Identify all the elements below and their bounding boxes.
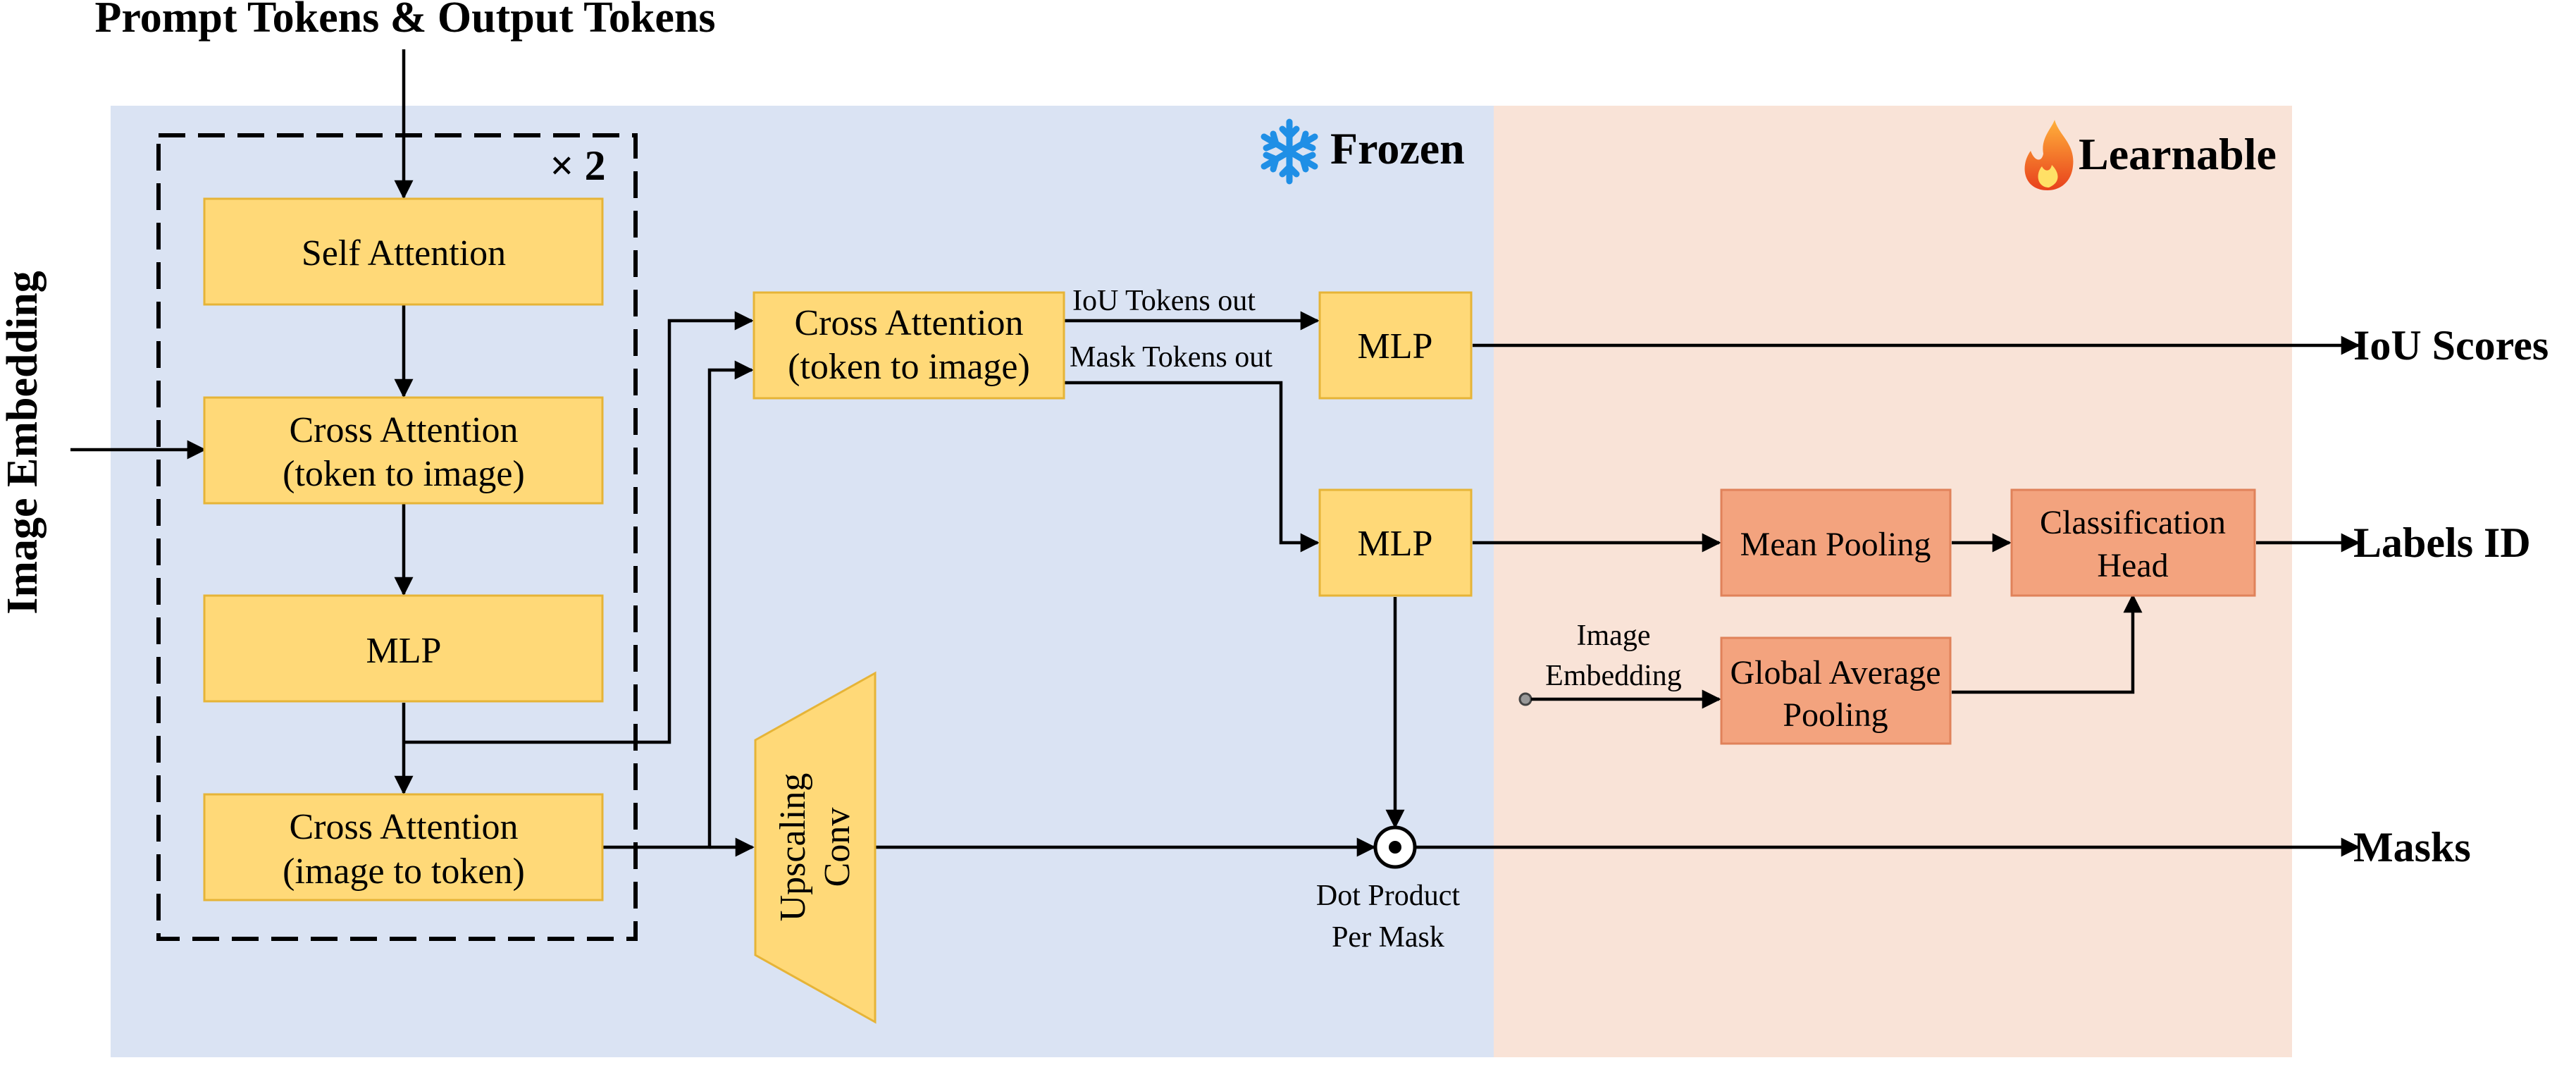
prompt-tokens-title: Prompt Tokens & Output Tokens	[95, 0, 716, 42]
mlp-inner-label: MLP	[366, 631, 442, 671]
mean-pooling-block	[1720, 488, 1952, 597]
cross-attention-t2i-block	[203, 396, 604, 505]
cross-attention-i2t-line2: (image to token)	[283, 851, 525, 892]
cross-attention-t2i-line2: (token to image)	[283, 454, 525, 494]
learnable-label: Learnable	[2079, 129, 2277, 179]
mlp-mask-block	[1318, 488, 1473, 597]
image-embedding-side-label: Image Embedding	[0, 271, 47, 614]
dot-product-line2: Per Mask	[1332, 921, 1444, 954]
mean-pooling-label: Mean Pooling	[1740, 526, 1931, 563]
upscaling-conv-block	[754, 671, 877, 1024]
iou-scores-output: IoU Scores	[2353, 322, 2549, 369]
flame-icon	[2024, 120, 2074, 190]
mlp-iou-label: MLP	[1358, 326, 1433, 367]
classification-head-block	[2010, 488, 2256, 597]
cross-attention-output-block	[753, 291, 1065, 400]
mlp-mask-label: MLP	[1358, 524, 1433, 564]
repeat-count-label: × 2	[550, 142, 605, 189]
labels-id-output: Labels ID	[2353, 519, 2531, 566]
upscaling-conv-line2: Conv	[817, 808, 857, 887]
classification-head-line2: Head	[2097, 547, 2168, 584]
dot-product-line1: Dot Product	[1316, 880, 1460, 912]
mlp-inner-block	[203, 594, 604, 703]
snowflake-icon	[1261, 118, 1318, 185]
global-average-pooling-line1: Global Average	[1730, 654, 1941, 691]
global-average-pooling-block	[1720, 636, 1952, 745]
arrow-mlp-to-cross-out	[404, 311, 754, 744]
global-average-pooling-line2: Pooling	[1783, 696, 1888, 734]
classification-head-line1: Classification	[2040, 504, 2226, 541]
cross-attention-i2t-line1: Cross Attention	[289, 807, 518, 847]
repeat-block-frame	[156, 133, 638, 941]
cross-attention-t2i-line1: Cross Attention	[289, 410, 518, 450]
dot-product-center	[1389, 841, 1401, 854]
cross-attention-output-line2: (token to image)	[788, 347, 1030, 387]
mlp-iou-block	[1318, 291, 1473, 400]
image-embedding-edge-line2: Embedding	[1545, 660, 1682, 692]
self-attention-label: Self Attention	[302, 233, 506, 273]
mask-tokens-out-label: Mask Tokens out	[1070, 341, 1272, 374]
frozen-label: Frozen	[1330, 123, 1465, 173]
upscaling-conv-line1: Upscaling	[773, 773, 813, 922]
self-attention-block	[203, 197, 604, 306]
masks-output: Masks	[2353, 824, 2471, 870]
cross-attention-output-line1: Cross Attention	[794, 303, 1023, 343]
arrow-mask-tokens	[1064, 381, 1320, 553]
arrow-cross-i2t-to-cross-out	[602, 360, 754, 849]
iou-tokens-out-label: IoU Tokens out	[1072, 285, 1256, 317]
cross-attention-i2t-block	[203, 793, 604, 901]
connectors	[70, 49, 2360, 857]
arrow-gap-to-classification	[1952, 593, 2143, 694]
image-embedding-source-dot	[1518, 692, 1532, 706]
image-embedding-edge-line1: Image	[1577, 620, 1651, 652]
